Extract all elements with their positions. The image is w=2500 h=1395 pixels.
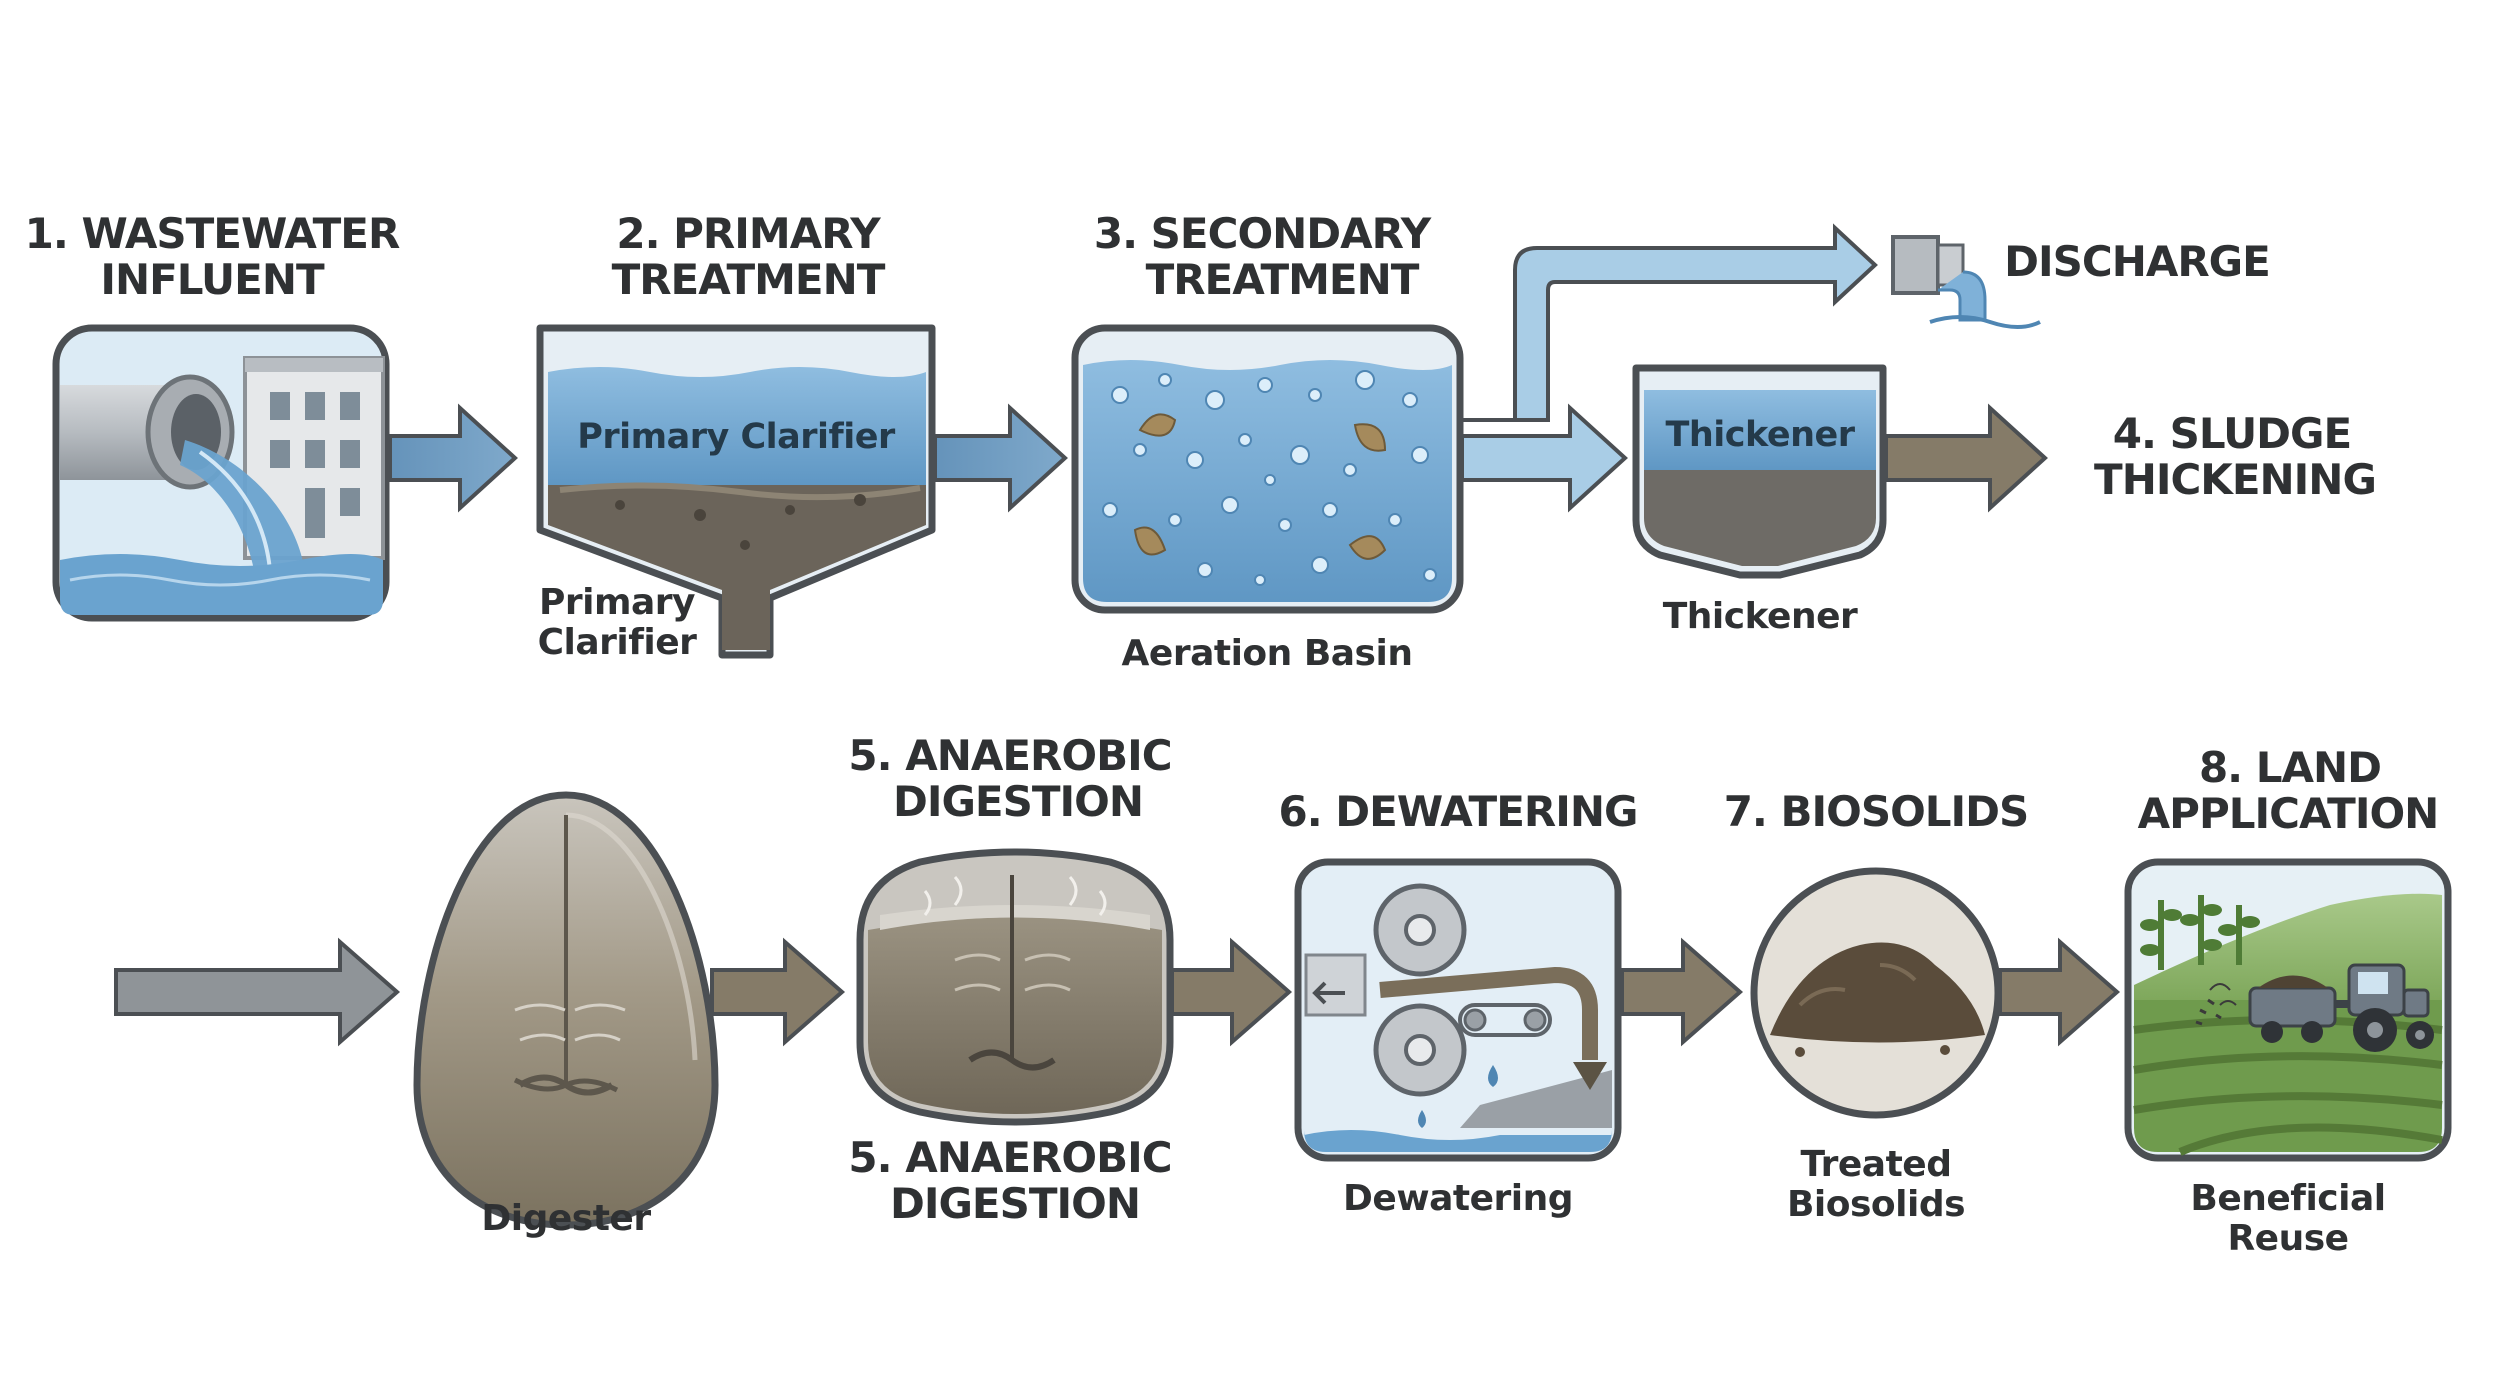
influent-title-line1: 1. WASTEWATER: [25, 209, 400, 258]
thickener-inner-label: Thickener: [1665, 415, 1855, 455]
arrow-anaerobic-to-dewatering: [1170, 937, 1293, 1047]
biosolids-caption-line1: Treated: [1801, 1144, 1952, 1185]
anaerobic-digester: [856, 848, 1174, 1126]
secondary-title-line1: 3. SECONDARY: [1094, 209, 1432, 258]
primary-caption-line2: Clarifier: [538, 622, 698, 663]
primary-clarifier-inner-label: Primary Clarifier: [577, 417, 896, 457]
anaerobic-title-line2: DIGESTION: [893, 777, 1143, 826]
thickener: [1632, 364, 1887, 579]
biosolids-pile: [1750, 867, 2002, 1119]
influent-title-line2: INFLUENT: [100, 255, 325, 304]
primary-caption-line1: Primary: [539, 582, 695, 623]
discharge-title: DISCHARGE: [2004, 237, 2270, 286]
thickener-caption: Thickener: [1663, 596, 1858, 637]
land-caption-line1: Beneficial: [2190, 1178, 2385, 1219]
dewatering-title: 6. DEWATERING: [1279, 787, 1638, 836]
influent-panel: [52, 324, 390, 622]
arrow-primary-to-secondary: [933, 403, 1068, 513]
discharge-pipe-icon: [1891, 235, 2041, 329]
dewatering-press: [1294, 858, 1622, 1162]
anaerobic-caption-line1: 5. ANAEROBIC: [848, 1133, 1171, 1182]
digester-caption: Digester: [481, 1198, 651, 1239]
biosolids-caption-line2: Biosolids: [1787, 1184, 1965, 1225]
plant-icon: [2140, 895, 2260, 970]
secondary-title-line2: TREATMENT: [1146, 255, 1420, 304]
anaerobic-caption-line2: DIGESTION: [890, 1179, 1140, 1228]
land-application-panel: [2124, 858, 2452, 1162]
arrow-digester-to-anaerobic: [710, 937, 846, 1047]
primary-title-line2: TREATMENT: [612, 255, 886, 304]
thickening-title-line1: 4. SLUDGE: [2113, 409, 2351, 458]
aeration-basin: [1071, 324, 1464, 614]
egg-digester: [413, 791, 719, 1229]
land-caption-line2: Reuse: [2227, 1218, 2348, 1259]
tractor-icon: [2195, 963, 2434, 1052]
primary-title-line1: 2. PRIMARY: [616, 209, 881, 258]
land-title-line1: 8. LAND: [2199, 743, 2381, 792]
arrow-dewatering-to-biosolids: [1620, 937, 1744, 1047]
arrow-biosolids-to-land: [1998, 937, 2121, 1047]
arrow-secondary-to-discharge: [1462, 223, 1878, 422]
arrow-secondary-to-thickener: [1460, 403, 1628, 513]
aeration-basin-caption: Aeration Basin: [1122, 633, 1413, 674]
primary-clarifier: [536, 324, 936, 659]
thickening-title-line2: THICKENING: [2094, 455, 2376, 504]
biosolids-title: 7. BIOSOLIDS: [1724, 787, 2029, 836]
dewatering-caption: Dewatering: [1343, 1178, 1573, 1219]
anaerobic-title-line1: 5. ANAEROBIC: [848, 731, 1171, 780]
land-title-line2: APPLICATION: [2138, 789, 2439, 838]
arrow-influent-to-primary: [388, 403, 518, 513]
arrow-thickener-out: [1884, 403, 2048, 513]
arrow-sludge-to-digester: [114, 937, 401, 1047]
